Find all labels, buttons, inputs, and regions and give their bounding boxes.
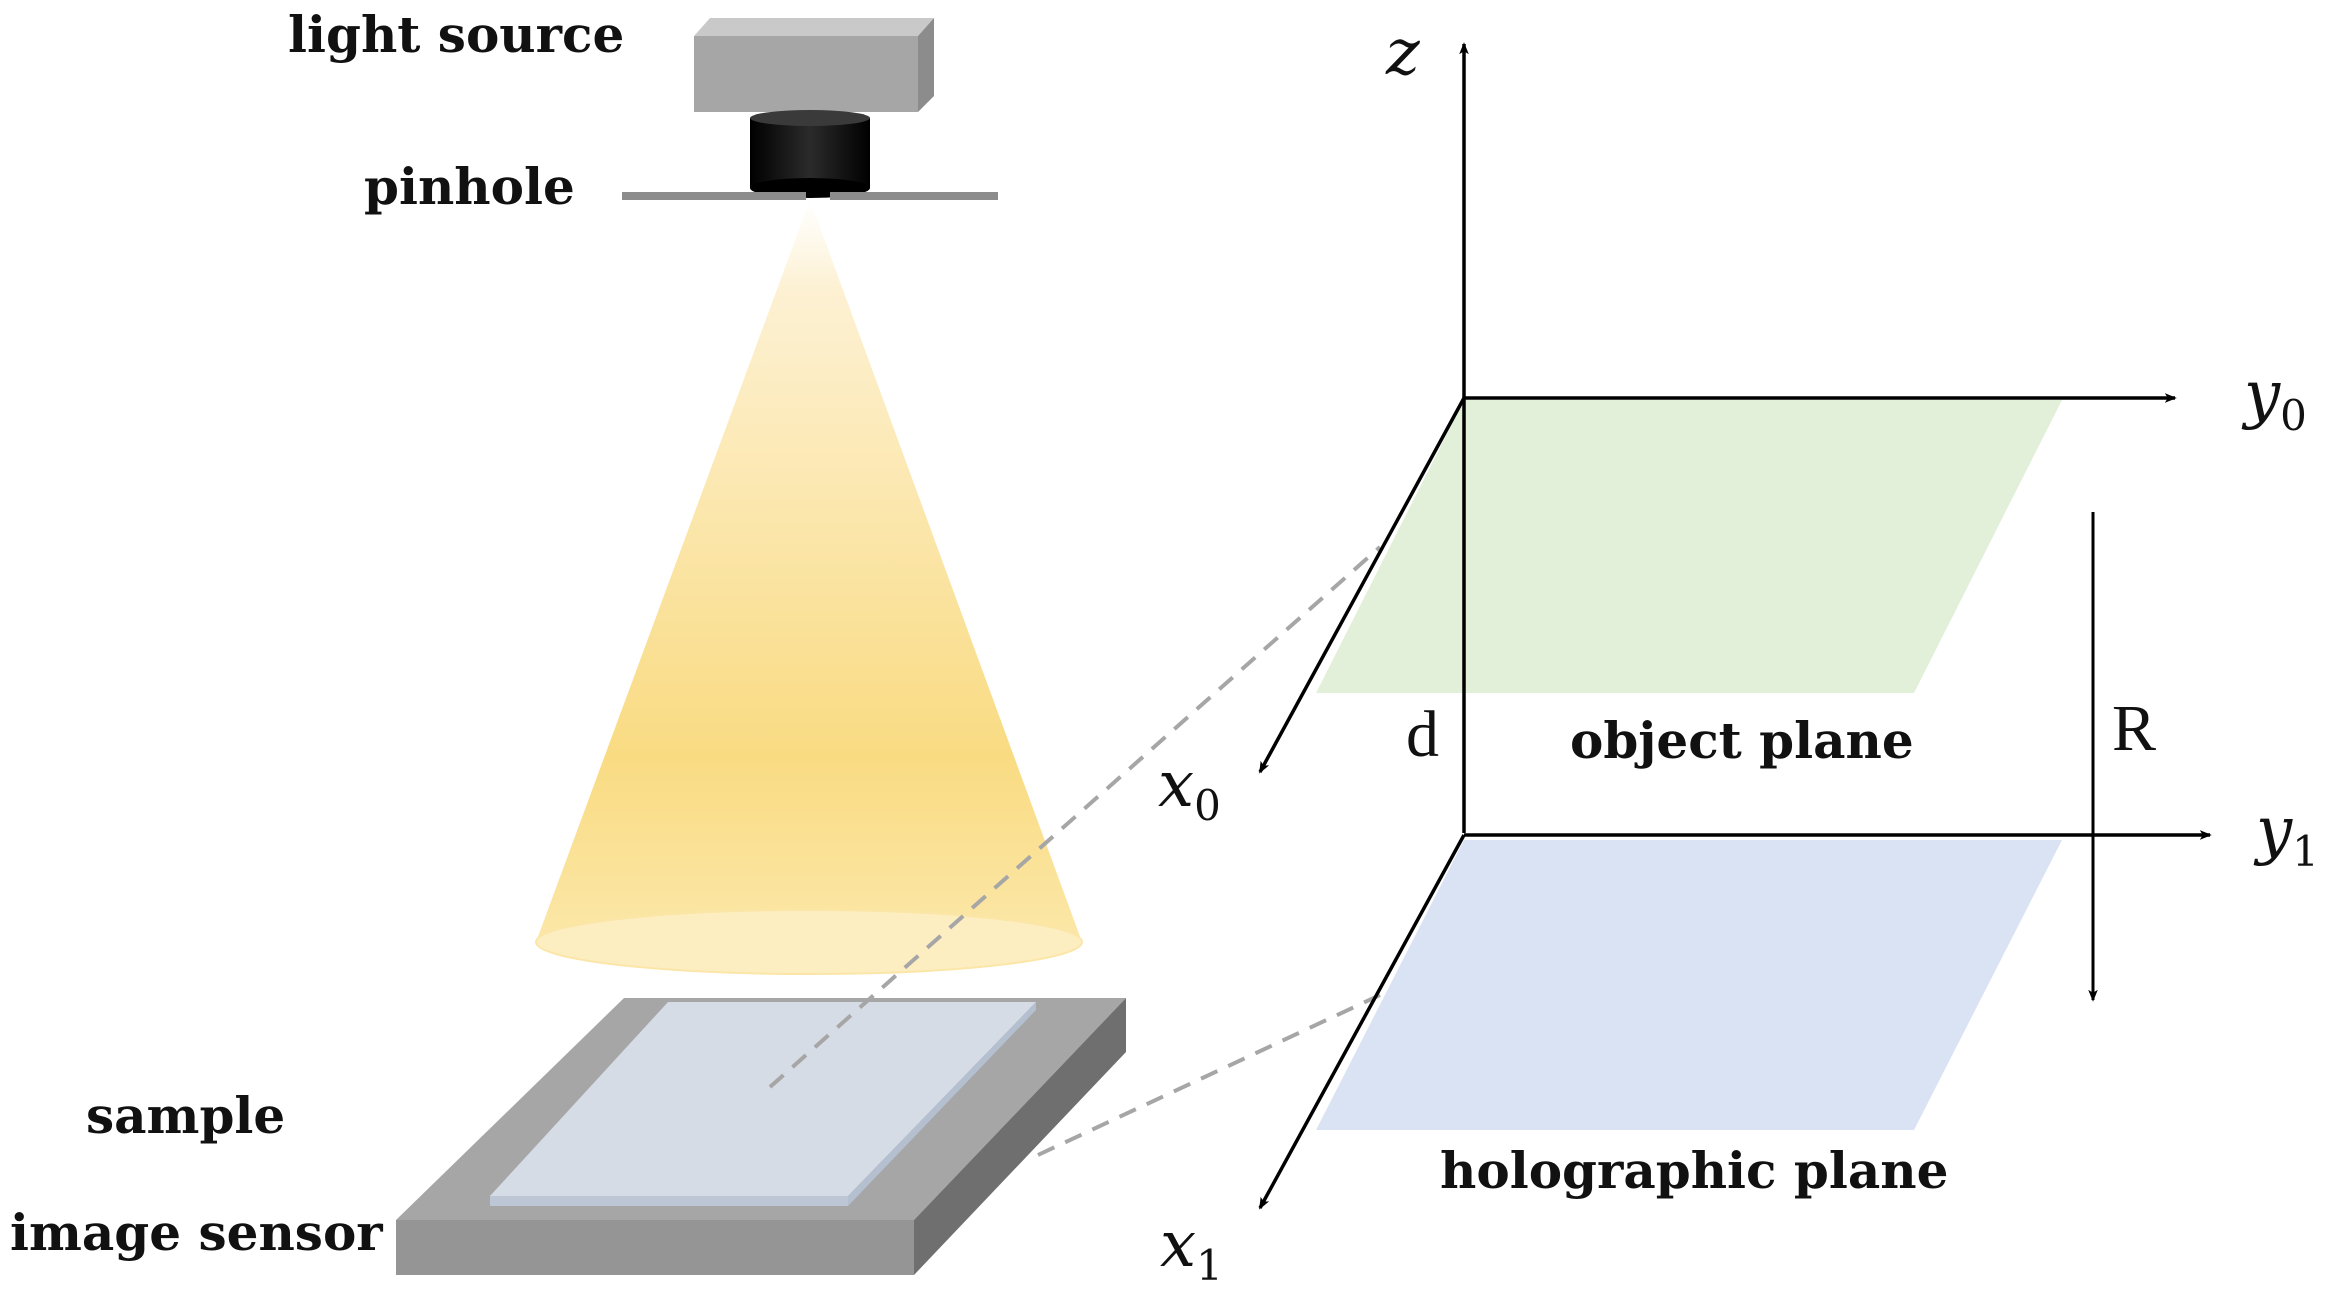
label-holographic-plane: holographic plane: [1440, 1141, 1948, 1200]
x0-axis: [1258, 397, 1466, 774]
label-sample: sample: [86, 1086, 285, 1145]
light-cone: [535, 200, 1083, 975]
label-image-sensor: image sensor: [10, 1203, 383, 1262]
label-y0-axis: y0: [2241, 358, 2307, 440]
label-R: R: [2112, 692, 2156, 765]
pinhole-plate: [622, 192, 998, 200]
label-y1-axis: y1: [2253, 794, 2319, 876]
label-pinhole: pinhole: [364, 157, 575, 216]
holographic-plane: [1316, 840, 2062, 1130]
label-object-plane: object plane: [1570, 711, 1914, 770]
lens-cylinder: [750, 110, 870, 198]
label-x1-axis: x1: [1160, 1208, 1223, 1290]
light-source-box: [694, 18, 934, 112]
label-z-axis: z: [1385, 16, 1421, 90]
label-light-source: light source: [288, 5, 624, 64]
label-x0-axis: x0: [1158, 748, 1221, 830]
sample-slide: [490, 1002, 1036, 1206]
dashed-guide-lines: [768, 545, 1382, 1157]
x1-axis: [1258, 834, 1466, 1210]
object-plane: [1316, 400, 2062, 693]
label-d: d: [1406, 698, 1439, 771]
